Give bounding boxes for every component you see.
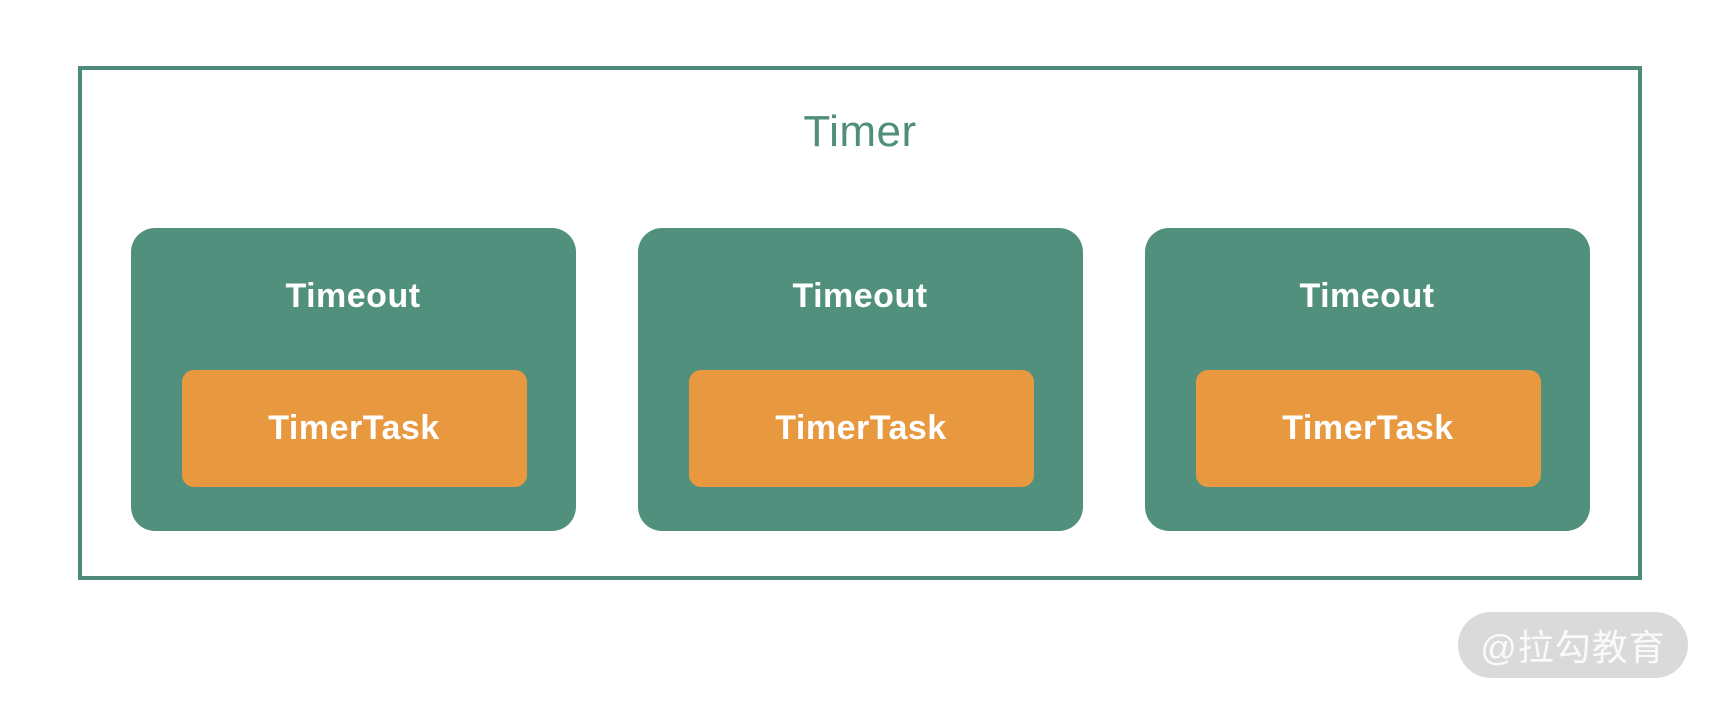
timeout-box-2: Timeout TimerTask	[637, 228, 1083, 531]
timertask-label: TimerTask	[775, 409, 947, 447]
timer-container: Timer Timeout TimerTask Timeout TimerTas…	[78, 66, 1642, 580]
timeout-label: Timeout	[792, 277, 928, 315]
timertask-box-2: TimerTask	[688, 370, 1034, 487]
timertask-box-3: TimerTask	[1195, 370, 1541, 487]
timertask-label: TimerTask	[1282, 409, 1454, 447]
timertask-label: TimerTask	[268, 409, 440, 447]
timer-title: Timer	[803, 107, 917, 156]
timeout-box-3: Timeout TimerTask	[1144, 228, 1590, 531]
timeout-box-1: Timeout TimerTask	[130, 228, 576, 531]
watermark-label: @拉勾教育	[1480, 627, 1666, 668]
timeout-label: Timeout	[285, 277, 421, 315]
timeout-label: Timeout	[1299, 277, 1435, 315]
watermark-badge: @拉勾教育	[1458, 612, 1688, 678]
timertask-box-1: TimerTask	[181, 370, 527, 487]
timeout-row: Timeout TimerTask Timeout TimerTask Time…	[82, 228, 1638, 531]
